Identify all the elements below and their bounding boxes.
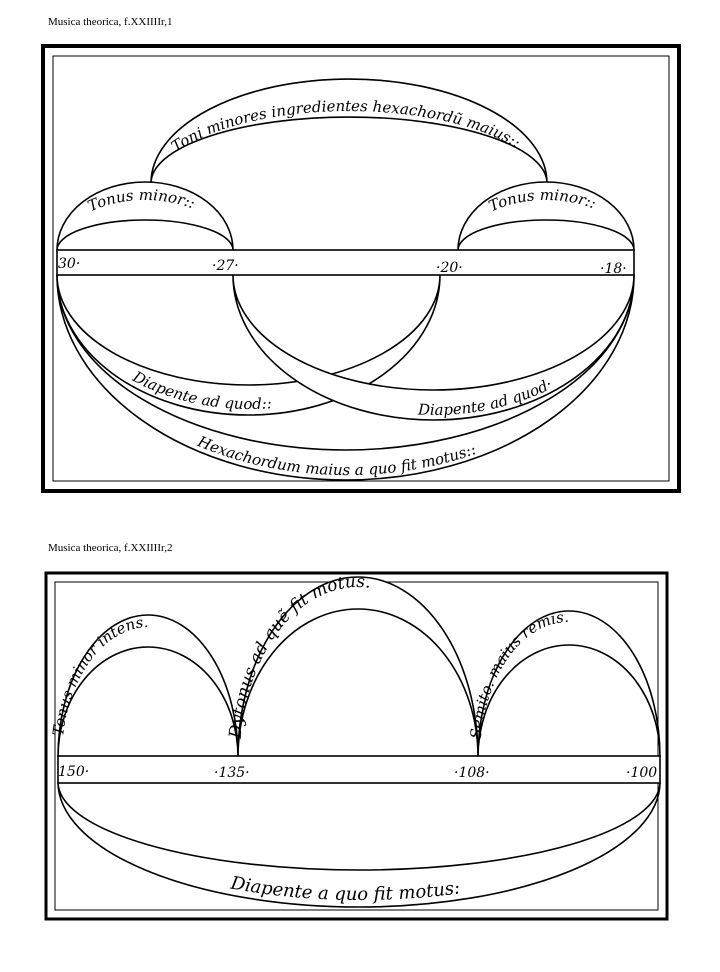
number-30: 30· xyxy=(58,256,80,272)
label-tonus-minor-intens: Tonus minor intens. xyxy=(49,613,149,737)
figure-1-frame xyxy=(41,44,681,493)
figure-2-diagram: Tonus minor intens. Dytonus ad quẽ fit m… xyxy=(44,571,669,921)
number-18: ·18· xyxy=(600,261,627,277)
figure-1-caption: Musica theorica, f.XXIIIIr,1 xyxy=(48,16,173,28)
figure-1-scale-bar xyxy=(56,249,635,276)
number-108: ·108· xyxy=(454,765,490,781)
figure-2-frame xyxy=(44,571,669,921)
svg-text:Tonus minor intens.: Tonus minor intens. xyxy=(49,613,149,737)
number-20: ·20· xyxy=(436,260,463,276)
number-100: ·100 xyxy=(626,765,657,781)
number-27: ·27· xyxy=(212,258,239,274)
figure-2-caption: Musica theorica, f.XXIIIIr,2 xyxy=(48,542,173,554)
figure-2-scale-bar xyxy=(57,755,661,784)
number-135: ·135· xyxy=(214,765,250,781)
figure-1-diagram: Toni minores ingredientes hexachordũ mai… xyxy=(41,44,681,493)
arc-semitonium-maius xyxy=(477,610,661,758)
arc-tonus-minor-intens xyxy=(57,614,239,758)
label-semitonium-maius: Semito. maius remis. xyxy=(467,608,569,740)
arc-dytonus xyxy=(237,576,479,758)
number-150: 150· xyxy=(58,764,89,780)
svg-text:Semito. maius remis.: Semito. maius remis. xyxy=(467,608,569,740)
